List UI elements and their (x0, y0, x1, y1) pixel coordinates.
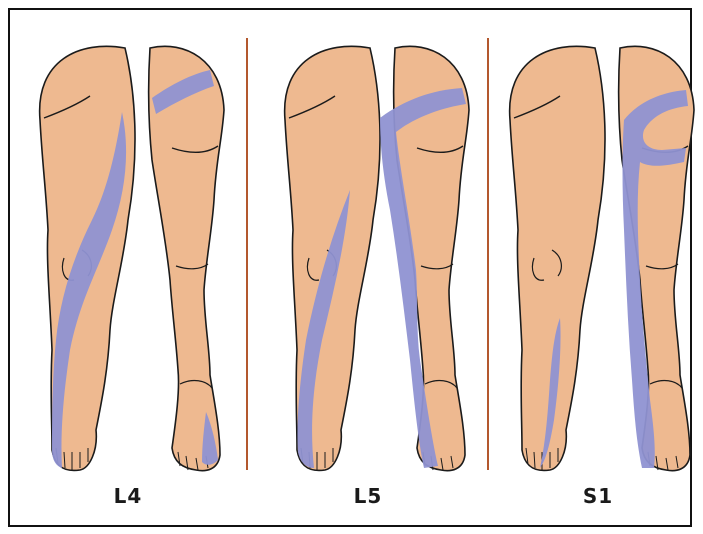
label-l4: L4 (78, 484, 178, 508)
panel-l5 (285, 46, 469, 470)
label-l5: L5 (318, 484, 418, 508)
label-s1: S1 (548, 484, 648, 508)
s1-front-leg (510, 46, 605, 470)
panel-l4 (40, 46, 224, 470)
panel-s1 (510, 46, 694, 470)
